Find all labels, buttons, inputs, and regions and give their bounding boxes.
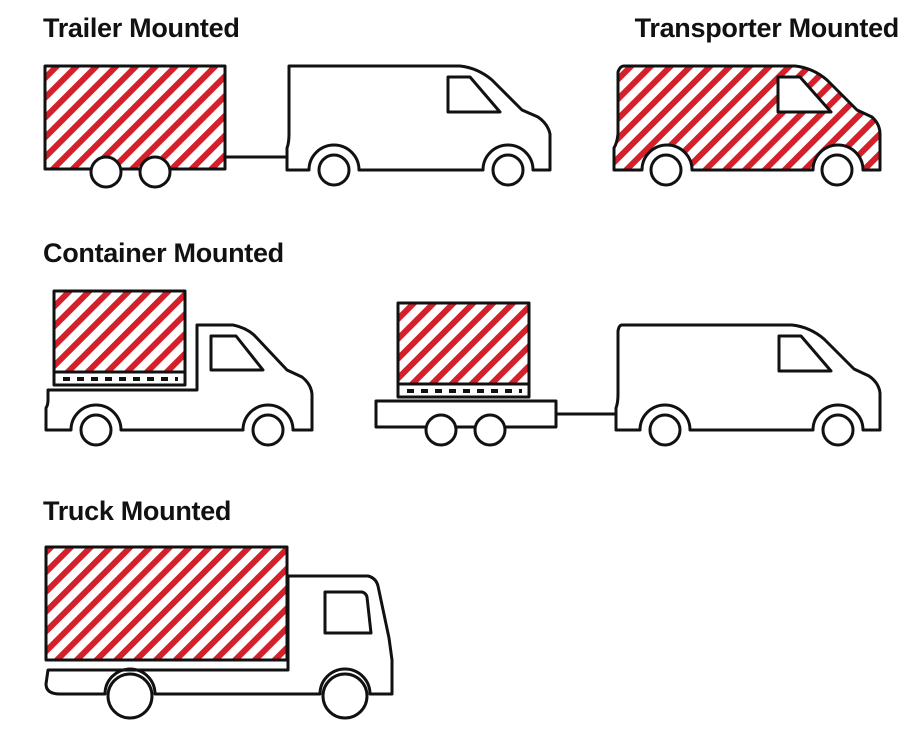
van2-wheel-front [648, 413, 682, 447]
van2-window [777, 334, 833, 373]
container-pickup-group [44, 289, 314, 447]
van-window [446, 75, 502, 114]
transporter-wheel-front [649, 153, 683, 187]
transporter-mounted-group [612, 64, 882, 187]
label-transporter-mounted: Transporter Mounted [634, 13, 900, 43]
trailer-mounted-group [43, 64, 552, 189]
truck-mounted-group [44, 545, 394, 720]
trailer-wheel-front [89, 155, 123, 189]
truck-body [44, 574, 394, 696]
transporter-wheel-rear [820, 153, 854, 187]
pickup-body [44, 323, 314, 432]
trailer-wheel-rear [138, 155, 172, 189]
truck-wheel-rear [321, 672, 369, 720]
label-trailer-mounted: Trailer Mounted [43, 13, 240, 43]
van-wheel-front [317, 153, 351, 187]
trailer-box-hatched [43, 64, 227, 171]
flatbed-wheel-front [424, 413, 458, 447]
pickup-container-hatched [52, 289, 187, 374]
truck-window [323, 590, 373, 635]
transporter-window [776, 75, 833, 114]
flatbed-wheel-rear [473, 413, 507, 447]
container-trailer-group [374, 301, 882, 447]
truck-wheel-front [106, 672, 154, 720]
van-wheel-rear [491, 153, 525, 187]
pickup-wheel-rear [251, 413, 285, 447]
trailer-container-hatched [396, 301, 531, 386]
label-container-mounted: Container Mounted [43, 238, 284, 268]
flatbed-trailer [374, 399, 558, 429]
label-truck-mounted: Truck Mounted [43, 496, 232, 526]
van2-wheel-rear [821, 413, 855, 447]
truck-box-hatched [44, 545, 289, 662]
pickup-wheel-front [79, 413, 113, 447]
pickup-window [209, 334, 265, 372]
